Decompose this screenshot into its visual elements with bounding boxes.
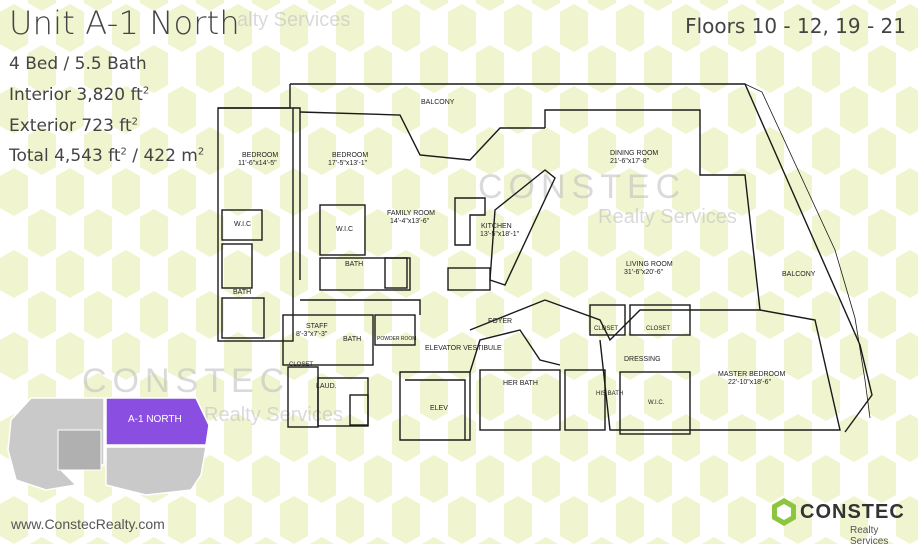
closet-2-label: CLOSET — [646, 326, 670, 332]
elev-label: ELEV — [430, 405, 448, 412]
logo-text: CONSTEC — [800, 501, 905, 523]
beds-baths: 4 Bed / 5.5 Bath — [9, 54, 147, 74]
interior-area-value: Interior 3,820 ft — [9, 85, 143, 105]
key-plan: A-1 NORTH — [7, 397, 210, 496]
total-area: Total 4,543 ft2 / 422 m2 — [9, 146, 204, 166]
exterior-area: Exterior 723 ft2 — [9, 116, 138, 136]
total-area-value: Total 4,543 ft — [9, 146, 121, 166]
staff-label: STAFF — [306, 323, 328, 330]
bedroom-2-label: BEDROOM — [332, 152, 368, 159]
balcony-outline — [290, 83, 873, 433]
total-area-sup: 2 — [120, 146, 127, 158]
bedroom-1-dim: 11'-6"x14'-5" — [238, 160, 277, 167]
floors-label: Floors 10 - 12, 19 - 21 — [685, 14, 906, 38]
key-plan-highlight — [105, 397, 210, 446]
key-plan-label: A-1 NORTH — [128, 414, 182, 425]
elevator-vestibule-label: ELEVATOR VESTIBULE — [425, 345, 502, 352]
family-room-dim: 14'-4"x13'-6" — [390, 218, 430, 225]
watermark-sub-top: alty Services — [237, 9, 351, 31]
exterior-area-value: Exterior 723 ft — [9, 116, 132, 136]
balcony-top-label: BALCONY — [421, 99, 455, 106]
bath-1-label: BATH — [233, 289, 251, 296]
staff-bath-label: BATH — [343, 336, 361, 343]
logo-subtitle: Realty Services — [850, 525, 889, 547]
watermark-sub: Realty Services — [598, 206, 737, 228]
bedroom-2-dim: 17'-5"x13'-1" — [328, 160, 368, 167]
family-room-label: FAMILY ROOM — [387, 210, 435, 217]
total-area-metric-sup: 2 — [197, 146, 205, 158]
balcony-right-label: BALCONY — [782, 271, 816, 278]
bedroom-1-label: BEDROOM — [242, 152, 278, 159]
powder-room-label: POWDER ROOM — [377, 336, 416, 342]
dining-room-dim: 21'-6"x17'-8" — [610, 158, 650, 165]
watermark-brand: CONSTEC — [478, 168, 687, 206]
watermark-brand-2: CONSTEC — [82, 362, 291, 400]
interior-area-sup: 2 — [142, 85, 150, 97]
dining-room-label: DINING ROOM — [610, 150, 658, 157]
closet-staff-label: CLOSET — [289, 362, 313, 368]
master-bedroom-label: MASTER BEDROOM — [718, 371, 785, 378]
closet-1-label: CLOSET — [594, 326, 618, 332]
bedroom-1-wall — [217, 107, 294, 342]
website-url[interactable]: www.ConstecRealty.com — [11, 516, 165, 532]
foyer-label: FOYER — [488, 318, 512, 325]
laundry-label: LAUD. — [316, 383, 337, 390]
bath-2-label: BATH — [345, 261, 363, 268]
total-area-metric: / 422 m — [126, 146, 198, 166]
wic-2-label: W.I.C — [336, 226, 353, 233]
exterior-area-sup: 2 — [131, 116, 139, 128]
wic-master-label: W.I.C. — [648, 400, 665, 406]
constec-logo-icon — [772, 498, 796, 526]
dressing-label: DRESSING — [624, 356, 661, 363]
kitchen-dim: 13'-5"x18'-1" — [480, 231, 520, 238]
wic-1-label: W.I.C — [234, 221, 251, 228]
interior-area: Interior 3,820 ft2 — [9, 85, 149, 105]
master-bedroom-dim: 22'-10"x18'-6" — [728, 379, 772, 386]
staff-dim: 8'-3"x7'-3" — [296, 331, 328, 338]
kitchen-label: KITCHEN — [481, 223, 512, 230]
living-room-label: LIVING ROOM — [626, 261, 673, 268]
living-room-dim: 31'-6"x20'-6" — [624, 269, 664, 276]
her-bath-label: HER BATH — [503, 380, 538, 387]
his-bath-label: HIS BATH — [596, 391, 623, 397]
watermark-sub-2: Realty Services — [204, 404, 343, 426]
unit-title: Unit A-1 North — [9, 4, 240, 42]
